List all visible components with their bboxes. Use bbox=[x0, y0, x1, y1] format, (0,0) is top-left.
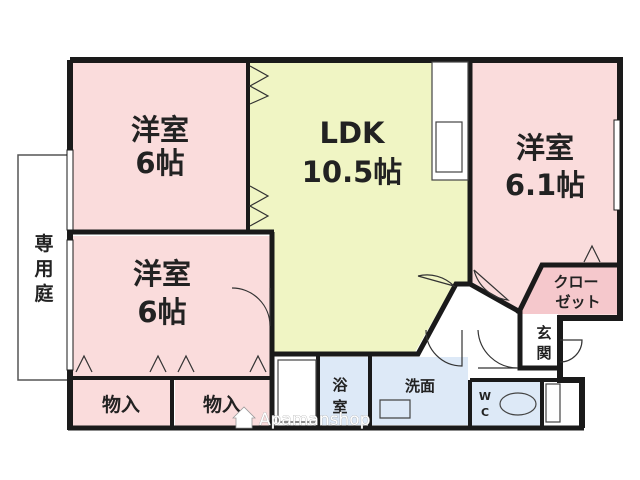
ldk-room bbox=[250, 62, 470, 352]
fixtures bbox=[277, 61, 561, 423]
door-swings bbox=[231, 269, 583, 369]
western-bottom-left-name: 洋室 bbox=[133, 257, 191, 291]
bath-label-1: 浴 bbox=[332, 376, 348, 394]
western-top-left-name: 洋室 bbox=[131, 113, 189, 147]
private-garden-label-3: 庭 bbox=[34, 282, 53, 305]
storage-left bbox=[72, 380, 170, 426]
western-room-bottom-left bbox=[72, 236, 270, 376]
washroom bbox=[372, 357, 468, 425]
storage-right-label: 物入 bbox=[203, 393, 241, 416]
wc-label-2: C bbox=[481, 406, 489, 419]
entrance-area bbox=[520, 318, 556, 368]
bath-room bbox=[320, 357, 370, 425]
ldk-size: 10.5帖 bbox=[302, 155, 403, 189]
brand-watermark: Apamanshop bbox=[232, 406, 371, 430]
private-garden-label-1: 専 bbox=[34, 233, 53, 255]
private-garden-label-2: 用 bbox=[34, 258, 53, 280]
closet-label-1: クロー bbox=[553, 273, 598, 291]
western-bottom-left-size: 6帖 bbox=[137, 295, 186, 329]
western-room-right bbox=[472, 62, 620, 318]
watermark-brand: Apamanshop bbox=[259, 410, 370, 430]
storage-left-label: 物入 bbox=[102, 393, 140, 416]
wc-room bbox=[472, 382, 540, 427]
wc-label-1: W bbox=[479, 390, 491, 403]
closet-label-2: ゼット bbox=[555, 293, 600, 311]
house-logo-icon bbox=[232, 406, 256, 429]
windows bbox=[66, 119, 621, 371]
western-right-size: 6.1帖 bbox=[505, 168, 585, 202]
entrance-label-2: 関 bbox=[536, 344, 551, 362]
walls bbox=[67, 57, 623, 431]
western-right-name: 洋室 bbox=[516, 131, 574, 165]
washroom-label: 洗面 bbox=[405, 377, 435, 395]
sliding-doors bbox=[75, 65, 601, 373]
bath-label-2: 室 bbox=[332, 398, 347, 416]
entrance-label-1: 玄 bbox=[536, 324, 551, 342]
western-room-top-left bbox=[72, 62, 248, 232]
western-top-left-size: 6帖 bbox=[135, 146, 184, 180]
ldk-name: LDK bbox=[319, 116, 386, 150]
closet-area bbox=[520, 265, 618, 314]
private-garden-area bbox=[17, 154, 71, 381]
